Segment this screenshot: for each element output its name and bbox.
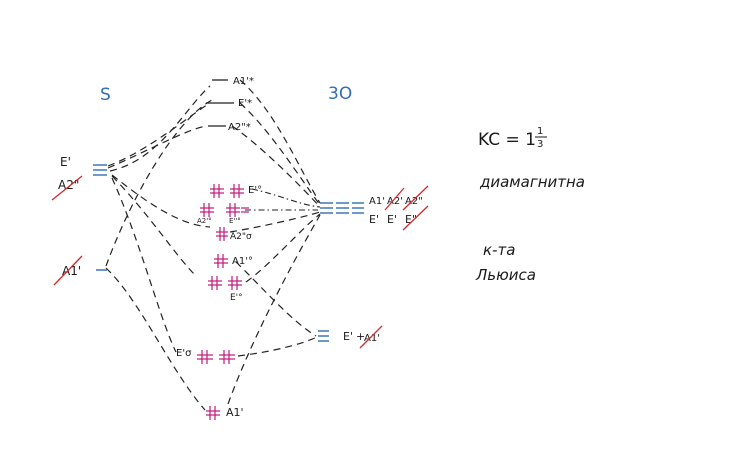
electron-pair-a1-bonding [206,406,220,420]
bond-order-label: KC = 1 [478,130,536,150]
electron-pairs-mid-block [200,203,249,217]
right-column-header: 3O [328,84,352,104]
right-lower-label-a1: A1' [364,333,380,344]
electron-pairs-e-nb-lower [208,276,242,290]
left-column-header: S [100,85,111,105]
label-a1-nb: A1'° [232,256,253,267]
left-label-a1: A1' [62,264,81,278]
label-e-nb-upper: E'° [248,185,262,196]
electron-pairs-e-sigma [197,350,235,364]
left-label-e: E' [60,155,71,169]
label-a1-bonding: A1' [226,406,244,419]
right-label-a2-dprime: A2" [405,196,423,207]
right-label-a2-prime: A2' [387,196,403,207]
right-label-e2: E' [387,213,397,226]
electron-pair-a2-sigma [216,227,228,241]
left-a2-strike [51,175,83,201]
right-label-e3: E" [405,213,417,226]
label-e-sigma: E'σ [176,348,192,359]
left-upper-level [93,164,107,176]
right-e3-strike [402,205,429,231]
label-e-star: E'* [238,98,252,109]
bond-order-fraction-denominator: 3 [537,139,543,150]
label-a2-nb-small: A2'° [197,217,212,225]
right-a2-prime-strike [384,187,405,211]
right-lower-label-e: E' [343,330,353,343]
label-a2-star: A2"* [228,122,251,133]
label-a1-star: A1'* [233,76,254,87]
right-label-e1: E' [369,213,379,226]
left-label-a2: A2" [58,178,79,192]
right-a2-dprime-strike [402,185,429,211]
right-lower-level [318,330,329,342]
right-upper-level [320,202,364,214]
electron-pairs-e-nb-upper [210,184,244,198]
magnetism-note: диамагнитна [479,173,585,191]
lewis-note-line1: к-та [483,241,515,259]
right-lower-label-plus: + [356,330,365,343]
right-lower-a1-strike [359,325,383,349]
lewis-note-line2: Льюиса [475,266,536,284]
correlation-lines [105,79,321,411]
label-e-nb-small: E''° [229,217,241,225]
label-e-nb-lower: E'° [230,293,243,303]
right-label-a1: A1' [369,196,385,207]
label-a2-sigma: A2"σ [230,232,252,242]
left-a1-strike [53,255,83,286]
electron-pair-a1-nb [214,254,228,268]
bond-order-fraction-numerator: 1 [537,126,543,137]
